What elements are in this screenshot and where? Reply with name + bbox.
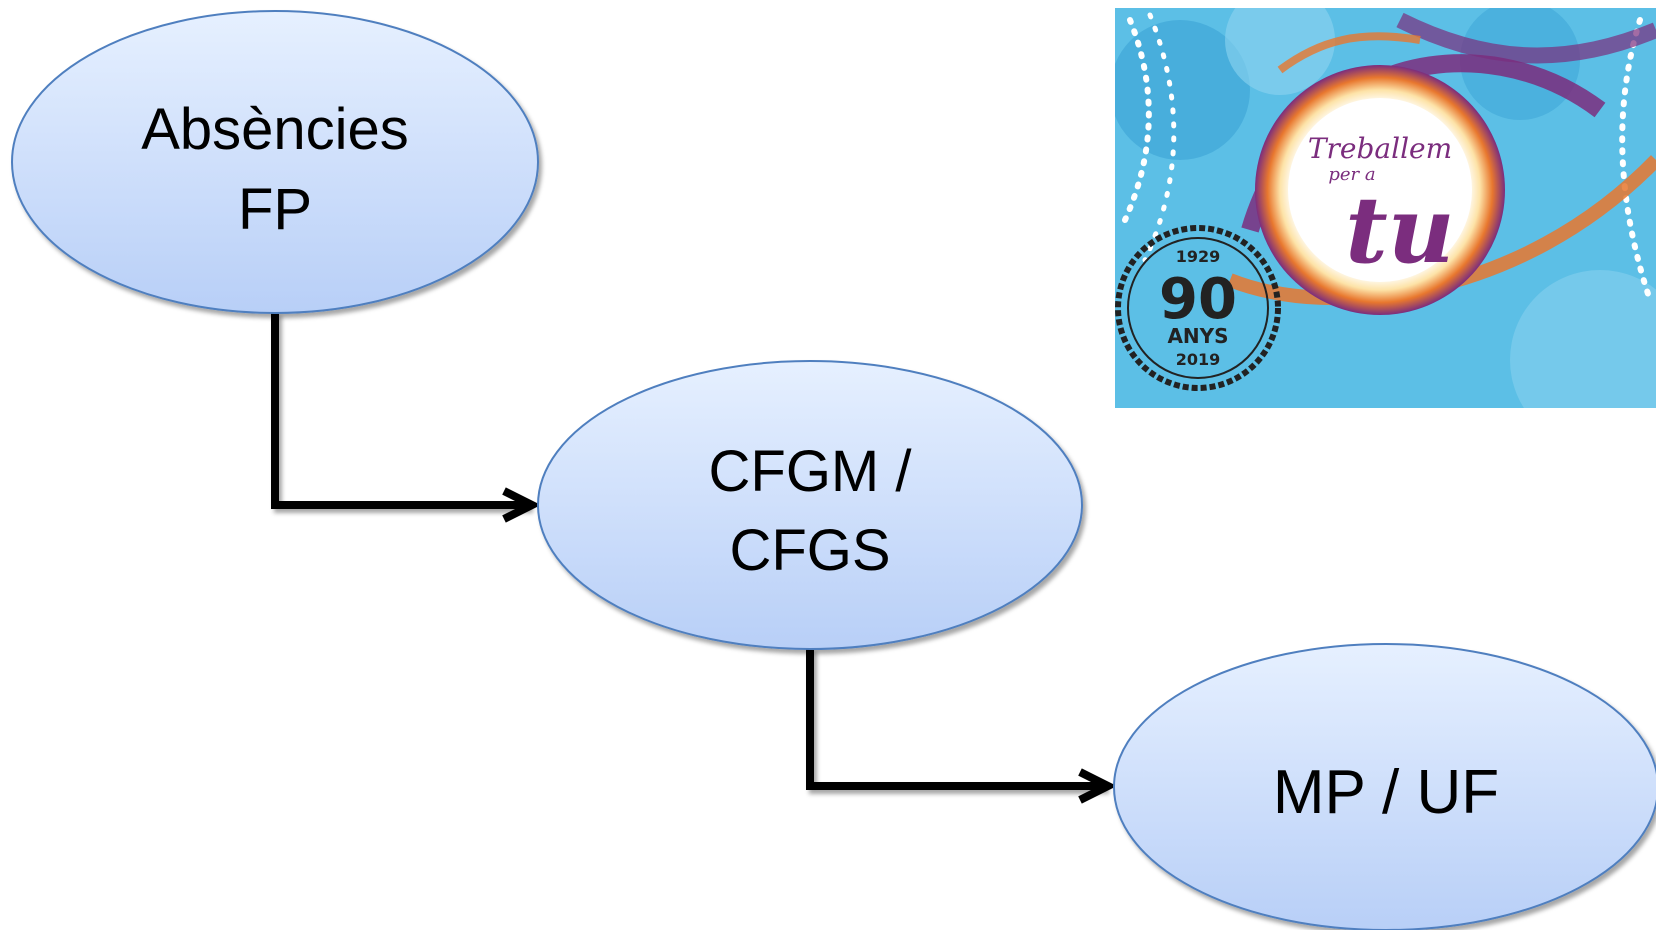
stamp-year-end: 2019 [1176, 350, 1221, 369]
stamp-year-start: 1929 [1176, 247, 1221, 266]
connector-cicles-to-moduls [806, 648, 1117, 804]
logo-line-1: Treballem [1308, 132, 1452, 165]
node-absencies-fp: Absències FP [11, 10, 539, 314]
treballem-per-a-tu-logo: Treballem per a tu 1929 90 ANYS 2019 [1115, 8, 1656, 408]
logo-line-3: tu [1345, 176, 1454, 284]
ninety-years-stamp: 1929 90 ANYS 2019 [1115, 225, 1281, 391]
node-mp-uf-line-1: MP / UF [1273, 758, 1499, 827]
node-mp-uf: MP / UF [1113, 643, 1656, 930]
connector-absencies-to-cicles [271, 312, 541, 523]
node-absencies-fp-line-1: Absències [141, 97, 409, 162]
node-absencies-fp-line-2: FP [238, 177, 312, 242]
node-cfgm-cfgs-line-2: CFGS [729, 518, 890, 583]
logo-line-2: per a [1328, 164, 1375, 185]
node-cfgm-cfgs-line-1: CFGM / [709, 439, 913, 504]
node-cfgm-cfgs: CFGM / CFGS [537, 360, 1083, 650]
stamp-word: ANYS [1167, 324, 1228, 348]
stamp-number: 90 [1159, 267, 1237, 332]
